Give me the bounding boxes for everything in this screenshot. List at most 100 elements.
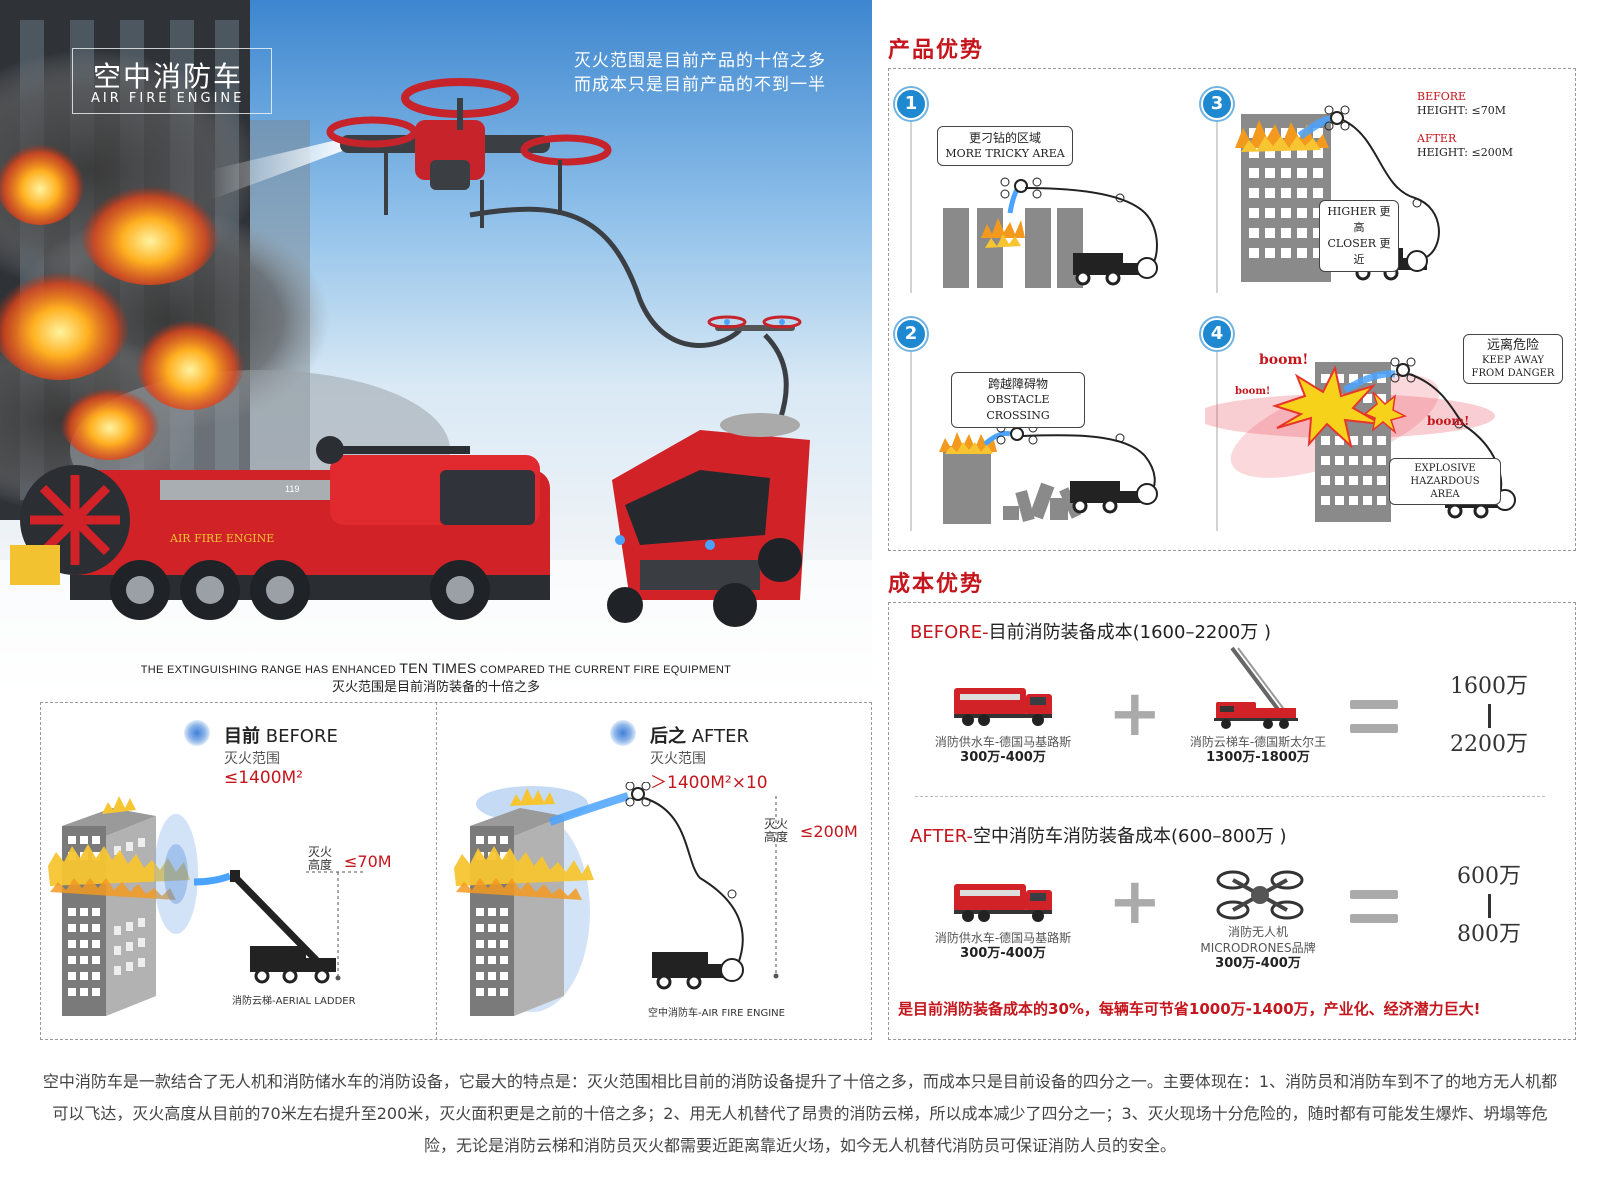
- after-height-label: 灭火高度: [764, 817, 789, 844]
- cost-after-heading: AFTER-空中消防车消防装备成本(600–800万 ): [910, 826, 1287, 847]
- truck-side-label: AIR FIRE ENGINE: [169, 532, 274, 545]
- panel-3-number-badge: 3: [1201, 88, 1233, 120]
- panel-3-after-height: HEIGHT: ≤200M: [1417, 146, 1513, 159]
- after-caption: 空中消防车-AIR FIRE ENGINE: [648, 1008, 785, 1019]
- cost-before-item-2-price: 1300万-1800万: [1206, 750, 1310, 765]
- panel-2-callout-en: OBSTACLE CROSSING: [986, 393, 1050, 422]
- panel-4-hazard-2: HAZARDOUS AREA: [1410, 476, 1480, 500]
- advantage-panel-3: 3 BEFORE HEIGHT: ≤70M AFTER HEIGHT: ≤200…: [1201, 78, 1535, 303]
- panel-4-boom-3: boom!: [1427, 414, 1470, 428]
- equals-sign-before: [1350, 700, 1398, 736]
- cost-before-range: 1600万 2200万: [1444, 672, 1534, 760]
- panel-3-callout-line1: HIGHER 更高: [1327, 205, 1391, 234]
- hero-caption-en: THE EXTINGUISHING RANGE HAS ENHANCED TEN…: [140, 660, 732, 676]
- hero-tagline-1: 灭火范围是目前产品的十倍之多: [574, 51, 826, 71]
- panel-1-callout: 更刁钻的区域 MORE TRICKY AREA: [937, 126, 1073, 166]
- hero-caption-cn: 灭火范围是目前消防装备的十倍之多: [331, 680, 540, 695]
- cost-after-range-min: 600万: [1457, 864, 1521, 889]
- comparison-frame: [40, 702, 872, 1040]
- panel-4-callout-en-2: FROM DANGER: [1471, 368, 1555, 379]
- hero-illustration: AIR FIRE ENGINE 119: [0, 0, 872, 700]
- water-truck-image-after: [954, 884, 1052, 922]
- panel-2-number-badge: 2: [895, 318, 927, 350]
- before-height-label: 灭火高度: [308, 845, 333, 872]
- panel-3-height-info: BEFORE HEIGHT: ≤70M AFTER HEIGHT: ≤200M: [1417, 90, 1513, 160]
- panel-2-diagram: [910, 352, 1158, 531]
- description-paragraph: 空中消防车是一款结合了无人机和消防储水车的消防设备，它最大的特点是：灭火范围相比…: [42, 1072, 1558, 1155]
- after-height-value: ≤200M: [800, 822, 858, 841]
- equals-sign-after: [1350, 890, 1398, 926]
- panel-3-callout-line2: CLOSER 更近: [1327, 237, 1391, 266]
- cost-before-heading: BEFORE-目前消防装备成本(1600–2200万 ): [910, 622, 1272, 643]
- panel-4-hazard-1: EXPLOSIVE: [1414, 463, 1476, 474]
- cost-after-item-1-price: 300万-400万: [960, 946, 1046, 961]
- cost-after-range-max: 800万: [1457, 922, 1521, 947]
- before-subtitle: 灭火范围: [224, 751, 280, 767]
- comparison-divider: [436, 702, 437, 1040]
- cost-after-item-2-name-1: 消防无人机: [1227, 925, 1288, 939]
- panel-4-diagram: [1205, 352, 1516, 531]
- plus-sign-before: +: [1108, 677, 1162, 751]
- cost-before-item-2: 消防云梯车-德国斯太尔王 1300万-1800万: [1168, 734, 1348, 766]
- panel-1-number-badge: 1: [895, 88, 927, 120]
- before-height-value: ≤70M: [344, 852, 392, 871]
- cost-before-item-1-name: 消防供水车-德国马基路斯: [934, 735, 1072, 749]
- hero-banner: AIR FIRE ENGINE 119 空中消防车 AIR FIRE ENGIN…: [0, 0, 872, 700]
- cost-before-item-1: 消防供水车-德国马基路斯 300万-400万: [918, 734, 1088, 766]
- cost-after-range: 600万 800万: [1444, 862, 1534, 950]
- cost-after-item-1: 消防供水车-德国马基路斯 300万-400万: [918, 930, 1088, 962]
- truck-side-number: 119: [285, 484, 299, 494]
- hero-title-box: 空中消防车 AIR FIRE ENGINE: [72, 48, 272, 114]
- ladder-truck-image: [1214, 646, 1298, 729]
- advantage-panel-4: 4 boom! boom! boom! 远离危险 KEEP AWAY FROM …: [1201, 316, 1563, 541]
- cost-after-item-2-price: 300万-400万: [1215, 956, 1301, 971]
- hero-title-cn: 空中消防车: [93, 60, 244, 93]
- advantage-panel-2: 2 跨越障碍物 OBSTACLE CROSSING: [895, 316, 1225, 541]
- water-truck-image-before: [954, 688, 1052, 726]
- panel-2-callout: 跨越障碍物 OBSTACLE CROSSING: [951, 372, 1085, 428]
- cost-title: 成本优势: [888, 571, 985, 597]
- panel-3-diagram: [1216, 105, 1440, 293]
- panel-1-callout-en: MORE TRICKY AREA: [945, 147, 1065, 160]
- cost-before-range-min: 1600万: [1450, 674, 1528, 699]
- panel-3-callout: HIGHER 更高 CLOSER 更近: [1319, 200, 1399, 272]
- panel-4-number-badge: 4: [1201, 318, 1233, 350]
- advantages-title: 产品优势: [888, 37, 985, 63]
- cost-after-item-2: 消防无人机 MICRODRONES品牌 300万-400万: [1168, 924, 1348, 972]
- panel-4-callout-cn: 远离危险: [1486, 338, 1539, 353]
- after-diagram: [454, 782, 779, 1016]
- cost-frame: [888, 602, 1576, 1040]
- before-bullet-icon: [184, 720, 210, 746]
- drone-product-image: [1216, 870, 1304, 920]
- after-heading: 后之 AFTER: [650, 726, 749, 747]
- cost-before-item-1-price: 300万-400万: [960, 750, 1046, 765]
- hero-title-en: AIR FIRE ENGINE: [91, 91, 245, 106]
- panel-1-callout-cn: 更刁钻的区域: [968, 131, 1041, 145]
- panel-2-callout-cn: 跨越障碍物: [987, 377, 1048, 391]
- panel-1-diagram: [910, 114, 1158, 293]
- cost-before-item-2-name: 消防云梯车-德国斯太尔王: [1189, 735, 1327, 749]
- before-range-value: ≤1400M²: [224, 768, 303, 788]
- panel-3-before-label: BEFORE: [1417, 90, 1467, 103]
- advantages-frame: [888, 68, 1576, 551]
- before-heading: 目前 BEFORE: [224, 726, 338, 747]
- panel-4-callout-en-1: KEEP AWAY: [1482, 355, 1544, 366]
- cost-before-range-max: 2200万: [1450, 732, 1528, 757]
- panel-4-hazard-callout: EXPLOSIVE HAZARDOUS AREA: [1389, 458, 1501, 505]
- after-subtitle: 灭火范围: [650, 751, 706, 767]
- plus-sign-after: +: [1108, 865, 1162, 939]
- cost-after-item-2-name-2: MICRODRONES品牌: [1200, 941, 1316, 955]
- cost-after-item-1-name: 消防供水车-德国马基路斯: [934, 931, 1072, 945]
- panel-3-before-height: HEIGHT: ≤70M: [1417, 104, 1506, 117]
- cost-summary: 是目前消防装备成本的30%，每辆车可节省1000万-1400万，产业化、经济潜力…: [898, 1000, 1481, 1018]
- advantage-panel-1: 1 更刁钻的区域 MORE TRICKY AREA: [895, 78, 1225, 303]
- hero-tagline-2: 而成本只是目前产品的不到一半: [574, 75, 826, 95]
- before-caption: 消防云梯-AERIAL LADDER: [232, 996, 356, 1007]
- before-diagram: [48, 796, 366, 1016]
- panel-4-callout: 远离危险 KEEP AWAY FROM DANGER: [1463, 334, 1563, 384]
- panel-4-boom-2: boom!: [1235, 386, 1271, 397]
- after-range-value: ＞1400M²×10: [650, 773, 768, 793]
- panel-4-boom-1: boom!: [1259, 352, 1309, 368]
- after-bullet-icon: [610, 720, 636, 746]
- panel-3-after-label: AFTER: [1417, 132, 1457, 145]
